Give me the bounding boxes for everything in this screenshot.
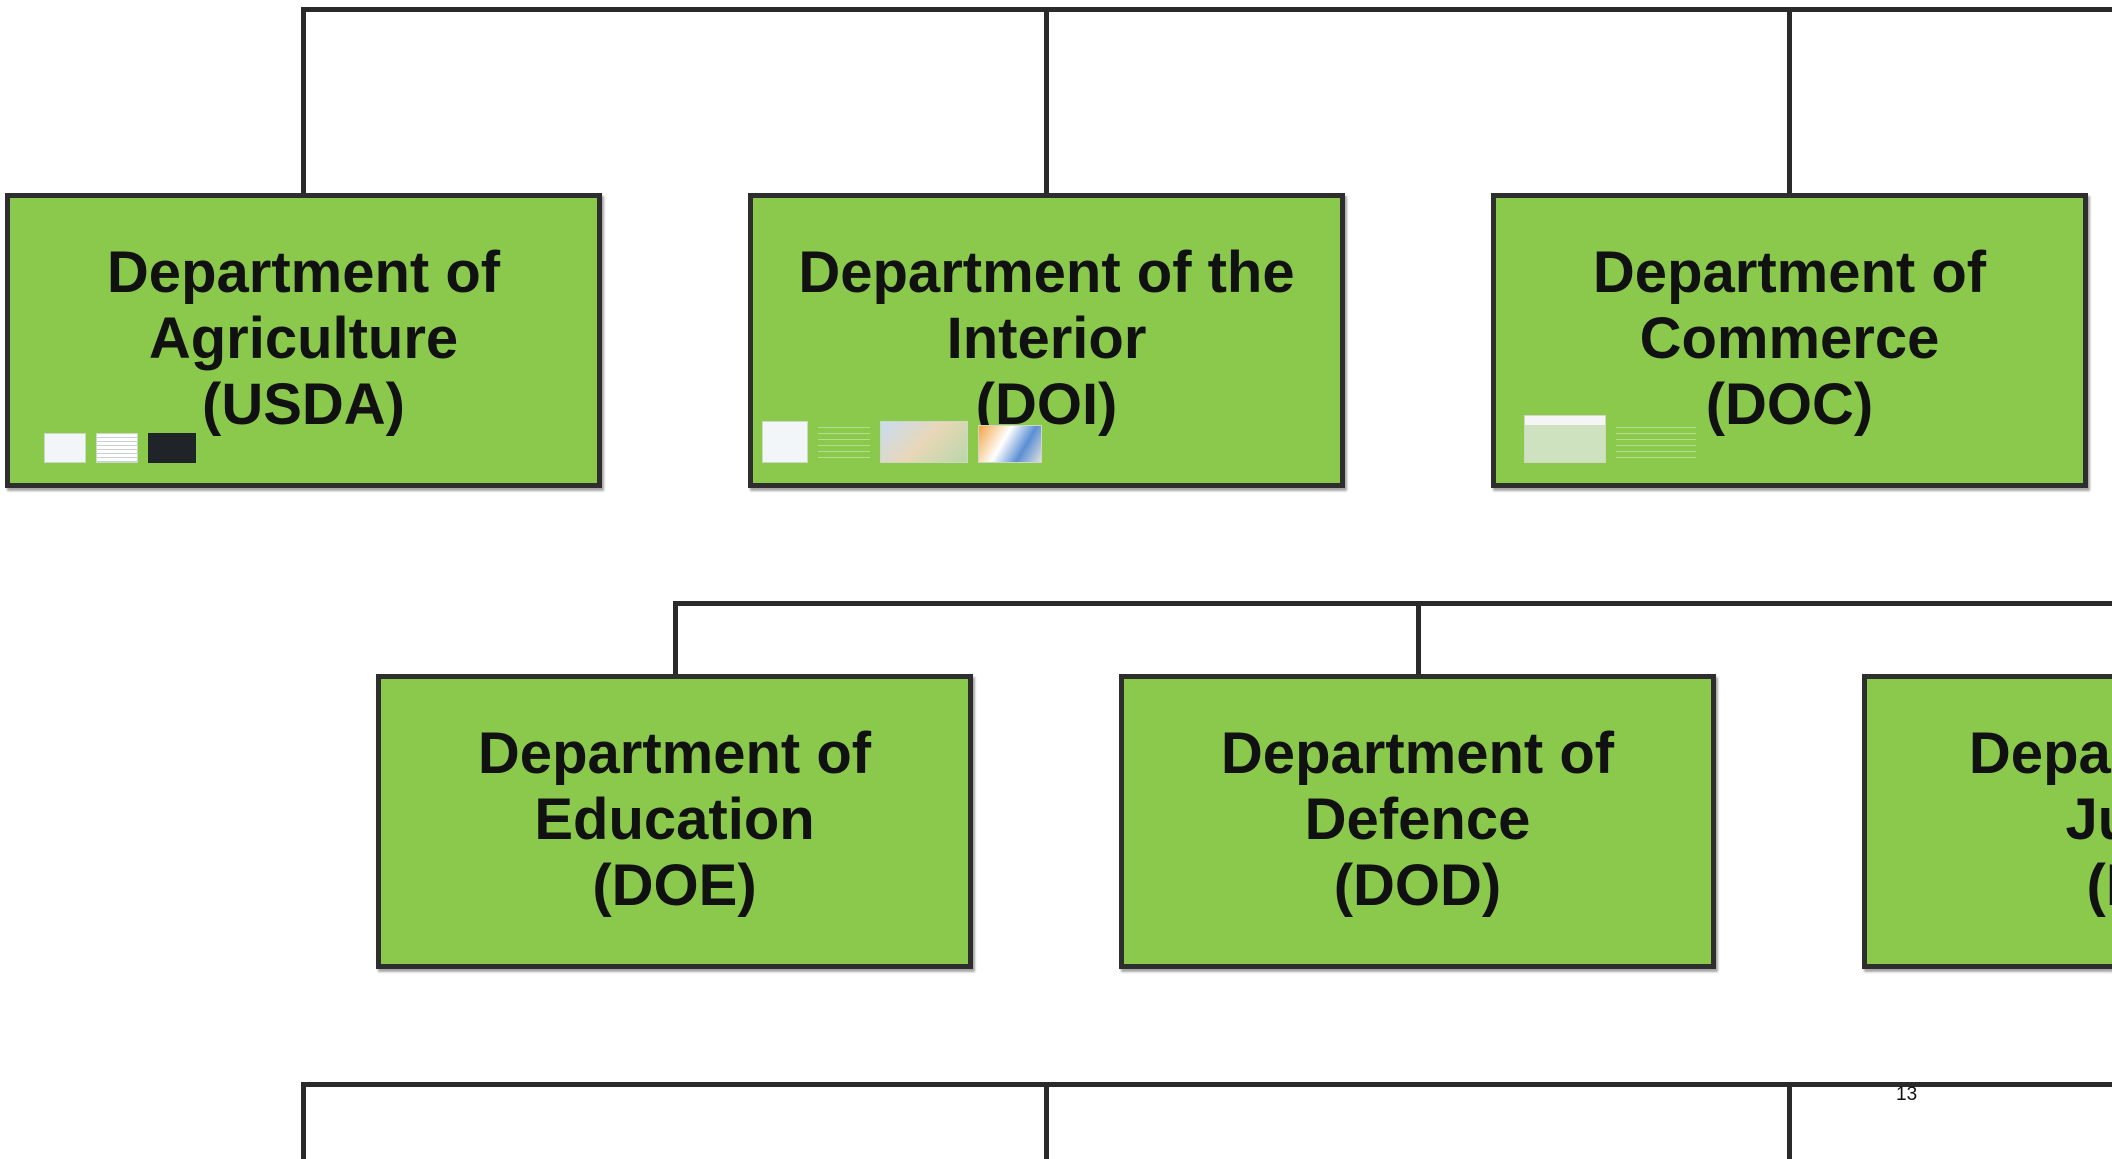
thumbnail-image[interactable] [44,433,86,463]
department-box-usda[interactable]: Department of Agriculture (USDA) [5,193,602,488]
department-box-doc[interactable]: Department of Commerce (DOC) [1491,193,2088,488]
connector-doe [673,601,678,676]
thumbnail-strip [762,421,1042,463]
department-box-doi[interactable]: Department of the Interior (DOI) [748,193,1345,488]
thumbnail-image[interactable] [762,421,808,463]
department-title: Department of the Interior (DOI) [798,240,1295,437]
thumbnail-strip [1524,415,1696,463]
connector-usda [301,7,306,196]
thumbnail-image[interactable] [818,421,870,463]
thumbnail-image[interactable] [1616,421,1696,463]
page-number: 13 [1896,1084,1918,1105]
connector-doc [1787,7,1792,196]
connector-row2-bar [673,601,2112,606]
thumbnail-image[interactable] [1524,415,1606,463]
department-title: Department of Defence (DOD) [1220,721,1615,918]
thumbnail-image[interactable] [880,421,968,463]
connector-doi [1044,7,1049,196]
thumbnail-image[interactable] [148,433,196,463]
thumbnail-image[interactable] [96,433,138,463]
department-title: Department of Commerce (DOC) [1592,240,1987,437]
connector-row3-bar [301,1082,2112,1087]
department-title: Department of Agriculture (USDA) [106,240,501,437]
connector-row3-left [301,1082,306,1159]
thumbnail-strip [44,433,196,463]
connector-row3-right [1787,1082,1792,1159]
department-title: Department of Education (DOE) [477,721,872,918]
department-title: Department of Justice (DOJ) [1968,721,2112,918]
connector-row1-bar [301,7,2112,12]
department-box-dod[interactable]: Department of Defence (DOD) [1119,674,1716,969]
connector-row3-middle [1044,1082,1049,1159]
department-box-doj[interactable]: Department of Justice (DOJ) [1862,674,2112,969]
thumbnail-image[interactable] [978,425,1042,463]
department-box-doe[interactable]: Department of Education (DOE) [376,674,973,969]
connector-dod [1416,601,1421,676]
